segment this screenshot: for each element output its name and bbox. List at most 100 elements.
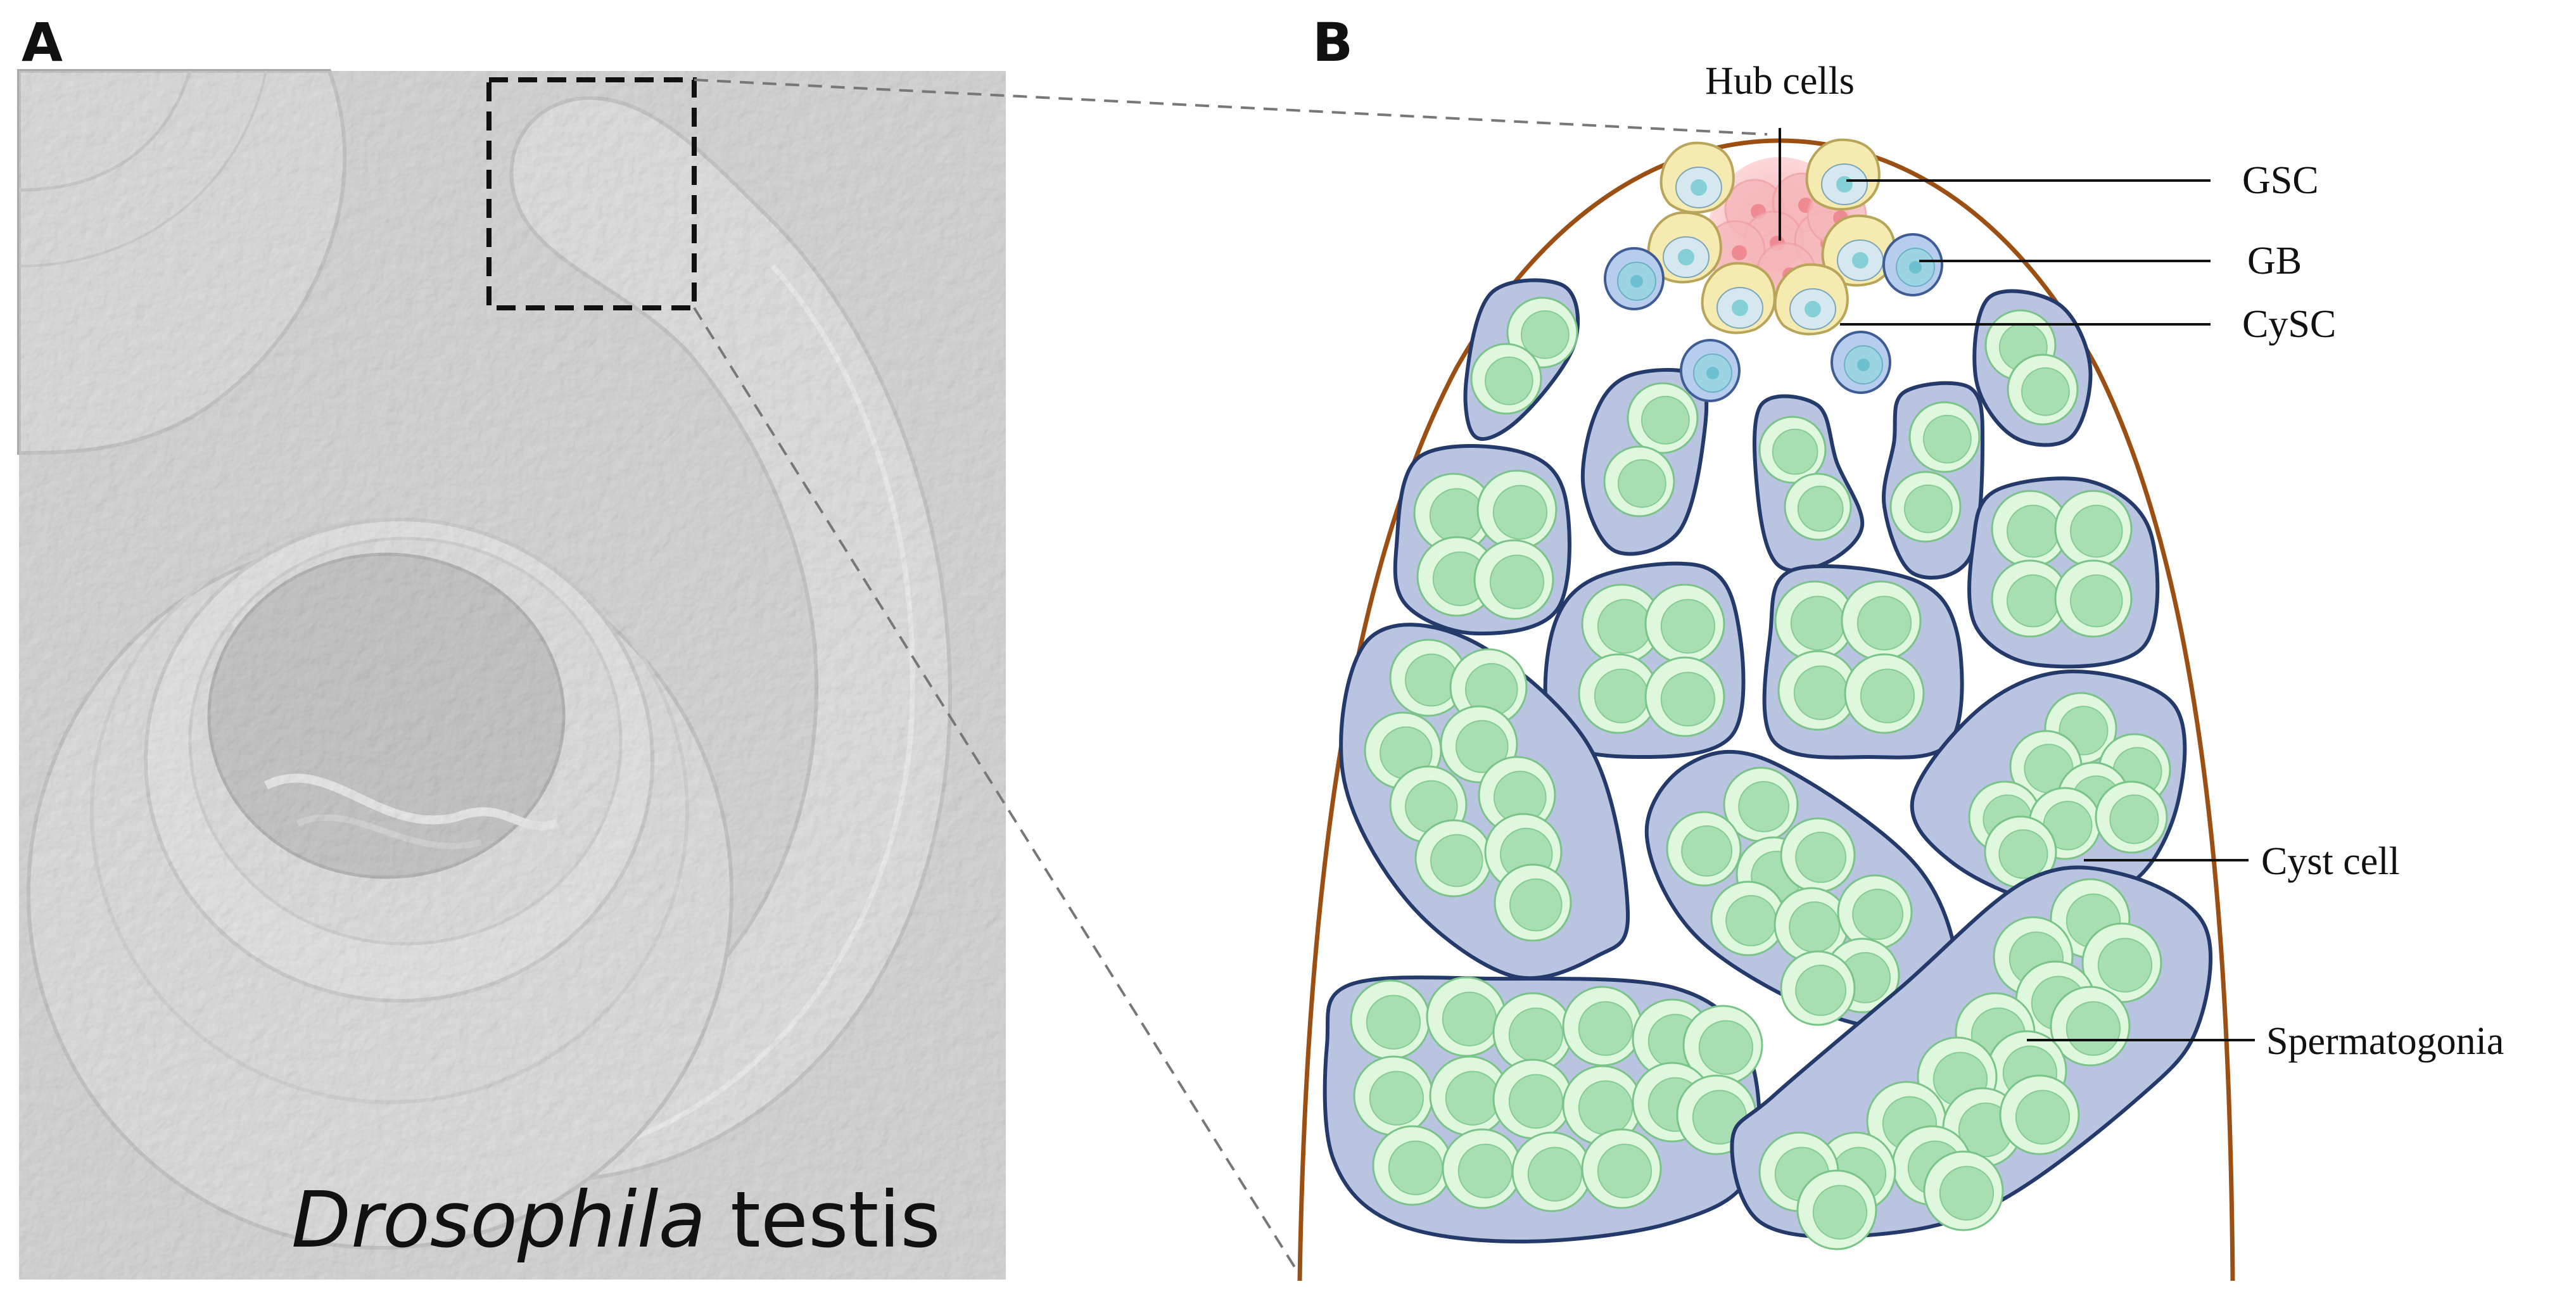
spermatogonium-nucleus [1795,832,1847,883]
cyst [1910,669,2187,906]
panel-b-letter: B [1312,11,1353,73]
panel-a-letter: A [22,11,63,73]
cyst [1323,975,1763,1244]
cyst [1393,444,1571,636]
spermatogonium-nucleus [1430,834,1483,887]
spermatogonium-nucleus [2070,574,2123,628]
spermatogonia-label: Spermatogonia [2266,1020,2504,1063]
gonialblast-nucleolus [1630,275,1643,288]
gsc-nucleus [1852,252,1869,269]
spermatogonium-nucleus [1998,829,2048,879]
zoom-box [486,77,697,310]
spermatogonium-nucleus [1641,395,1690,445]
gsc-with-cysc [1659,141,1735,214]
spermatogonium-nucleus [1578,1080,1634,1135]
cyst-cell-label: Cyst cell [2261,840,2400,883]
spermatogonium-nucleus [1457,1143,1513,1198]
gonialblast [1882,233,1943,296]
spermatogonium-nucleus [1369,1070,1424,1126]
stem-cell-niche [1604,138,1943,402]
caption-italic: Drosophila [291,1175,706,1265]
spermatogonium-nucleus [1789,901,1841,953]
spermatogonium-nucleus [1509,878,1563,932]
spermatogonium-nucleus [2097,937,2153,993]
cyst [1762,564,1964,759]
spermatogonium-nucleus [1442,991,1497,1046]
micrograph-caption: Drosophila testis [291,1175,941,1265]
micrograph-grain [19,71,1006,1280]
spermatogonium-nucleus [1790,595,1846,651]
gonialblast [1830,331,1891,394]
cyst [1463,278,1580,442]
spermatogonium-nucleus [1456,720,1509,773]
spermatogonium-nucleus [1852,889,1904,940]
spermatogonium-nucleus [1660,671,1716,727]
spermatogonium-nucleus [1860,668,1915,723]
spermatogonium-nucleus [1725,895,1777,946]
cyst [1580,367,1709,556]
gsc-nucleus [1732,300,1748,316]
gonialblast [1680,339,1741,402]
spermatogonium-nucleus [1429,488,1485,543]
gonialblast-nucleolus [1857,359,1870,371]
spermatogonium-nucleus [1681,825,1733,877]
spermatogonium-nucleus [1366,994,1421,1050]
spermatogonium-nucleus [2021,367,2070,416]
gb-label: GB [2247,239,2302,283]
spermatogonium-nucleus [1388,1140,1443,1195]
cyst [1730,865,2212,1250]
spermatogonium-nucleus [1508,1074,1564,1129]
spermatogonium-nucleus [1812,1185,1868,1240]
hub-cells-label: Hub cells [1705,60,1855,103]
cyst [1644,750,1960,1032]
gsc-label: GSC [2242,159,2319,202]
micrograph: Drosophila testis [17,69,1006,1280]
spermatogonium-nucleus [1597,1143,1653,1198]
zoom-connector-top [694,79,1768,136]
spermatogonium-nucleus [1856,595,1912,651]
panel-a: A Drosophila [17,11,1006,1280]
spermatogonium-nucleus [1527,1147,1583,1202]
gonialblast-nucleolus [1909,261,1922,274]
spermatogonium-nucleus [1492,485,1548,540]
spermatogonium-nucleus [1618,459,1666,508]
cyst [1339,623,1630,981]
spermatogonium-nucleus [1578,1001,1634,1056]
spermatogonium-nucleus [1904,484,1953,533]
spermatogonium-nucleus [1508,1007,1564,1062]
spermatogonium-nucleus [1797,485,1844,532]
zoom-connector-bottom [693,307,1300,1274]
spermatogonium-nucleus [2109,794,2159,844]
spermatogonium-nucleus [1738,781,1790,832]
cysts [1323,278,2212,1250]
spermatogonium-nucleus [1939,1166,1995,1221]
cyst [1967,476,2160,669]
spermatogonium-nucleus [2007,574,2060,628]
spermatogonium-nucleus [1660,599,1716,654]
cyst [1972,289,2093,447]
spermatogonium-nucleus [1521,310,1570,359]
gonialblast [1604,247,1665,310]
gsc-nucleus [1691,179,1707,196]
gsc-with-cysc [1701,262,1776,334]
cyst [1752,394,1865,573]
spermatogonium-nucleus [1594,668,1649,723]
gsc-with-cysc [1821,214,1896,287]
spermatogonium-nucleus [1485,356,1533,405]
gsc-with-cysc [1773,263,1849,336]
gsc-nucleus [1678,249,1694,265]
spermatogonium-nucleus [1795,965,1847,1016]
spermatogonium-nucleus [1489,554,1545,609]
cysc-label: CySC [2242,303,2336,346]
spermatogonium-nucleus [2065,1001,2121,1056]
spermatogonium-nucleus [1923,414,1972,464]
cyst [1882,381,1985,580]
spermatogonium-nucleus [1698,1020,1754,1075]
spermatogonium-nucleus [1445,1070,1501,1126]
caption-rest: testis [706,1175,941,1265]
spermatogonium-nucleus [2007,504,2060,558]
spermatogonium-nucleus [1793,665,1849,720]
cyst [1543,561,1746,759]
gsc-nucleus [1836,176,1853,193]
